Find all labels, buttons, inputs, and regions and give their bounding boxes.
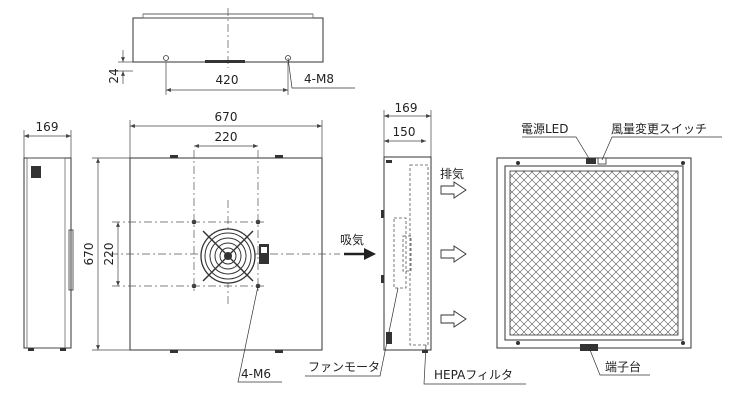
intake-arrow-icon [364, 248, 376, 260]
label-power-led: 電源LED [521, 122, 569, 136]
label-terminal-block: 端子台 [605, 359, 641, 374]
dim-front-height: 670 [82, 243, 96, 266]
left-side-body [23, 157, 72, 349]
label-intake: 吸気 [340, 232, 364, 247]
dim-side-depth: 169 [395, 101, 418, 115]
label-front-holes: 4-M6 [241, 367, 271, 381]
power-led-indicator [586, 158, 596, 164]
dim-front-hole-pitch-h: 220 [215, 130, 238, 144]
dim-top-height: 24 [107, 68, 121, 83]
label-top-holes: 4-M8 [304, 72, 334, 86]
exhaust-arrow-icon [440, 181, 467, 199]
label-airflow-switch: 風量変更スイッチ [611, 121, 707, 136]
label-exhaust: 排気 [440, 166, 464, 181]
front-terminal-box [259, 244, 269, 264]
dim-top-hole-pitch: 420 [216, 73, 239, 87]
fan-guard [200, 228, 256, 284]
side-section-view: 169 150 吸気 排気 ファンモータ HEPAフィルタ [305, 101, 526, 385]
dim-front-hole-pitch-v: 220 [102, 243, 116, 266]
left-side-view: 169 [23, 120, 74, 351]
airflow-switch [597, 157, 607, 165]
hepa-filter-mesh [509, 170, 679, 336]
dim-front-width: 670 [215, 110, 238, 124]
terminal-block [580, 344, 598, 351]
label-fan-motor: ファンモータ [308, 360, 380, 374]
label-hepa-filter: HEPAフィルタ [434, 368, 513, 382]
top-view: 420 24 4-M8 [107, 8, 355, 95]
dim-side-inner: 150 [393, 125, 416, 139]
exhaust-arrow-icon [440, 245, 467, 263]
dim-left-depth: 169 [36, 120, 59, 134]
exhaust-arrow-icon [440, 310, 467, 328]
filter-view: 電源LED 風量変更スイッチ 端子台 [496, 121, 722, 376]
front-view: 670 220 670 220 4-M6 [82, 110, 340, 383]
